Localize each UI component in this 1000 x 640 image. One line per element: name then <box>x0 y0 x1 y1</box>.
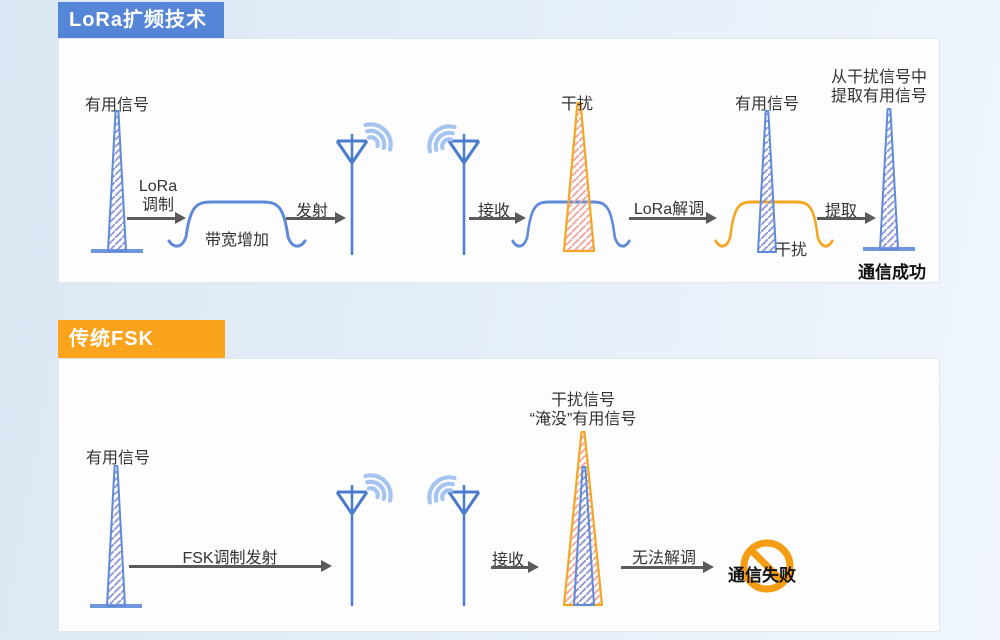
extract-label: 提取 <box>824 203 857 220</box>
demodulation-arrow <box>629 212 717 224</box>
signal-spike-icon <box>90 465 142 608</box>
radio-waves-icon <box>363 473 393 503</box>
receive-label: 接收 <box>491 552 524 569</box>
lora-section-title: LoRa扩频技术 <box>58 2 224 38</box>
useful-signal-label: 有用信号 <box>85 97 150 114</box>
radio-waves-icon <box>427 475 457 505</box>
spread-spectrum-curve-icon <box>167 200 307 248</box>
lora-panel: 有用信号 LoRa 调制 带宽增加 发射 接收 <box>58 38 940 283</box>
useful-signal-label: 有用信号 <box>734 96 799 113</box>
fsk-modulate-transmit-label: FSK调制发射 <box>182 550 278 567</box>
radio-waves-icon <box>427 124 457 154</box>
signal-spike-icon <box>91 110 143 253</box>
antenna-icon <box>447 134 481 255</box>
interference-drowns-note: 干扰信号 “淹没”有用信号 <box>529 392 637 428</box>
interference-label: 干扰 <box>560 96 593 113</box>
interference-spike-icon <box>562 101 596 253</box>
lora-demodulation-label: LoRa解调 <box>633 201 705 218</box>
antenna-icon <box>335 134 369 255</box>
transmit-arrow <box>286 212 346 224</box>
lora-modulation-label: LoRa 调制 <box>138 178 178 214</box>
drowned-signal-icon <box>562 430 604 607</box>
modulation-arrow <box>127 212 186 224</box>
fsk-panel: 有用信号 FSK调制发射 接收 干扰信号 “淹没”有用信号 <box>58 358 940 632</box>
antenna-icon <box>335 485 369 606</box>
bandwidth-increase-label: 带宽增加 <box>204 232 269 249</box>
useful-signal-label: 有用信号 <box>86 450 151 467</box>
extract-arrow <box>817 212 876 224</box>
communication-success-label: 通信成功 <box>858 263 926 282</box>
receive-label: 接收 <box>477 203 510 220</box>
radio-waves-icon <box>363 122 393 152</box>
interference-label: 干扰 <box>775 242 808 259</box>
signal-spike-icon <box>863 108 915 251</box>
fsk-section-title: 传统FSK <box>58 320 225 358</box>
antenna-icon <box>447 485 481 606</box>
signal-spike-icon <box>757 110 777 253</box>
communication-failure-label: 通信失败 <box>728 566 796 585</box>
transmit-label: 发射 <box>295 203 328 220</box>
receive-arrow <box>469 212 526 224</box>
extract-note: 从干扰信号中 提取有用信号 <box>830 69 927 105</box>
receive-arrow <box>491 561 539 573</box>
cannot-demodulate-label: 无法解调 <box>631 550 696 567</box>
cannot-demodulate-arrow <box>621 561 714 573</box>
no-entry-icon <box>740 539 794 593</box>
fsk-transmit-arrow <box>129 560 332 572</box>
